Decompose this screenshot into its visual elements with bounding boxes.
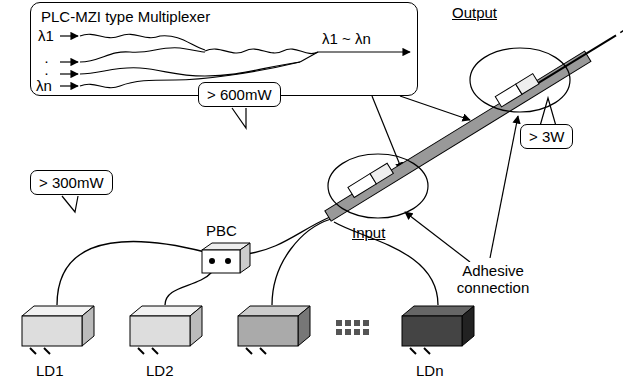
power-callout: > 300mW (30, 170, 113, 195)
callout-text: > 600mW (207, 86, 272, 103)
power-callout: > 600mW (198, 82, 281, 107)
power-callout: > 3W (520, 124, 573, 149)
output-wavelength-label: λ1 ~ λn (322, 30, 371, 47)
pins (30, 348, 430, 354)
callout-text: > 300mW (39, 174, 104, 191)
panel-title: PLC-MZI type Multiplexer (41, 8, 407, 25)
pbc-box (202, 243, 250, 273)
part-label: LD1 (36, 362, 64, 379)
wavelength-label: λ1 (38, 27, 54, 44)
connection-circles (328, 48, 570, 262)
ellipsis-squares (336, 320, 369, 335)
callout-text: > 3W (529, 128, 564, 145)
section-label: Output (452, 4, 497, 21)
fibers (57, 217, 438, 305)
laser-diodes (22, 306, 474, 346)
part-label: PBC (206, 222, 237, 239)
plc-chip (321, 9, 623, 221)
note-label: Adhesive connection (448, 262, 538, 296)
part-label: LD2 (146, 362, 174, 379)
wavelength-label: λn (36, 77, 52, 94)
section-label: Input (352, 224, 385, 241)
part-label: LDn (416, 362, 444, 379)
